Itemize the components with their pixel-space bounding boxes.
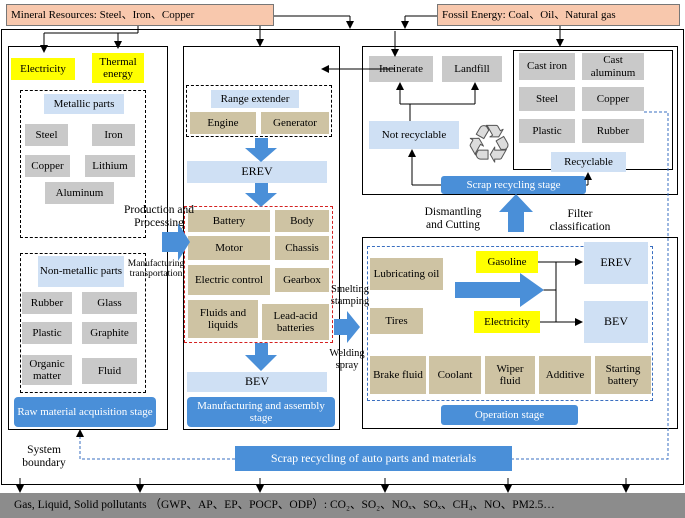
part-electric-control: Electric control — [188, 265, 270, 295]
operation-erev: EREV — [584, 242, 648, 284]
landfill-box: Landfill — [442, 56, 502, 82]
metallic-parts-group — [20, 90, 146, 238]
metallic-parts-title: Metallic parts — [44, 94, 124, 114]
part-lead-acid-batteries: Lead-acid batteries — [262, 304, 329, 340]
material-copper: Copper — [582, 87, 644, 111]
nonmetal-plastic: Plastic — [22, 322, 72, 344]
material-plastic: Plastic — [519, 119, 575, 143]
part-fluids-liquids: Fluids and liquids — [188, 300, 258, 338]
electricity-box: Electricity — [11, 58, 75, 80]
smelting-stamping-label: Smelting stamping — [330, 284, 370, 307]
gasoline-box: Gasoline — [476, 251, 538, 273]
material-cast-aluminum: Cast aluminum — [582, 53, 644, 80]
thermal-energy-box: Thermal energy — [92, 53, 144, 83]
fluid-brake: Brake fluid — [370, 356, 426, 394]
engine-box: Engine — [190, 112, 256, 134]
mfg-erev: EREV — [187, 161, 327, 183]
lubricating-oil-box: Lubricating oil — [370, 258, 443, 290]
manufacturing-transportation-label: Manufacturing transportation — [127, 258, 185, 279]
part-gearbox: Gearbox — [275, 268, 329, 292]
nonmetal-organic-matter: Organic matter — [22, 355, 72, 385]
operation-stage-label: Operation stage — [441, 405, 578, 425]
nonmetal-glass: Glass — [82, 292, 137, 314]
material-rubber: Rubber — [582, 119, 644, 143]
nonmetal-rubber: Rubber — [22, 292, 72, 314]
operation-electricity-box: Electricity — [474, 311, 540, 333]
nonmetal-graphite: Graphite — [82, 322, 137, 344]
metal-iron: Iron — [92, 124, 135, 146]
non-metallic-parts-title: Non-metallic parts — [38, 256, 124, 287]
metal-aluminum: Aluminum — [45, 182, 114, 204]
welding-spray-label: Welding spray — [329, 348, 365, 371]
fluid-additive: Additive — [539, 356, 591, 394]
filter-classification-label: Filter classification — [549, 208, 611, 233]
part-chassis: Chassis — [275, 236, 329, 260]
operation-bev: BEV — [584, 301, 648, 343]
not-recyclable-box: Not recyclable — [369, 121, 459, 149]
generator-box: Generator — [261, 112, 329, 134]
recycle-icon: ♻ — [465, 117, 513, 175]
range-extender-title: Range extender — [211, 90, 299, 108]
dismantling-cutting-label: Dismantling and Cutting — [424, 206, 482, 231]
nonmetal-fluid: Fluid — [82, 358, 137, 384]
non-metallic-parts-group — [20, 253, 146, 393]
fluid-starting-battery: Starting battery — [595, 356, 651, 394]
recyclable-box: Recyclable — [551, 152, 626, 172]
manufacturing-stage-label: Manufacturing and assembly stage — [187, 397, 335, 427]
fluid-coolant: Coolant — [429, 356, 481, 394]
fluid-wiper: Wiper fluid — [485, 356, 535, 394]
metal-copper: Copper — [25, 155, 70, 177]
scrap-recycling-stage-label: Scrap recycling stage — [441, 176, 586, 194]
part-body: Body — [275, 210, 329, 232]
system-boundary — [1, 29, 684, 485]
metal-lithium: Lithium — [85, 155, 135, 177]
mineral-resources: Mineral Resources: Steel、Iron、Copper — [6, 4, 274, 26]
metal-steel: Steel — [25, 124, 68, 146]
part-motor: Motor — [188, 236, 270, 260]
range-extender-group — [186, 85, 332, 137]
incinerate-box: Incinerate — [369, 56, 433, 82]
tires-box: Tires — [370, 308, 423, 334]
production-processing-label: Production and Processing — [124, 204, 194, 229]
pollutants-bar: Gas, Liquid, Solid pollutants （GWP、AP、EP… — [0, 493, 685, 518]
scrap-recycling-bar: Scrap recycling of auto parts and materi… — [235, 446, 512, 471]
material-cast-iron: Cast iron — [519, 53, 575, 80]
system-boundary-label: System boundary — [22, 444, 66, 469]
raw-material-stage-label: Raw material acquisition stage — [14, 397, 156, 427]
material-steel: Steel — [519, 87, 575, 111]
mfg-bev: BEV — [187, 372, 327, 392]
fossil-energy: Fossil Energy: Coal、Oil、Natural gas — [437, 4, 680, 26]
part-battery: Battery — [188, 210, 270, 232]
